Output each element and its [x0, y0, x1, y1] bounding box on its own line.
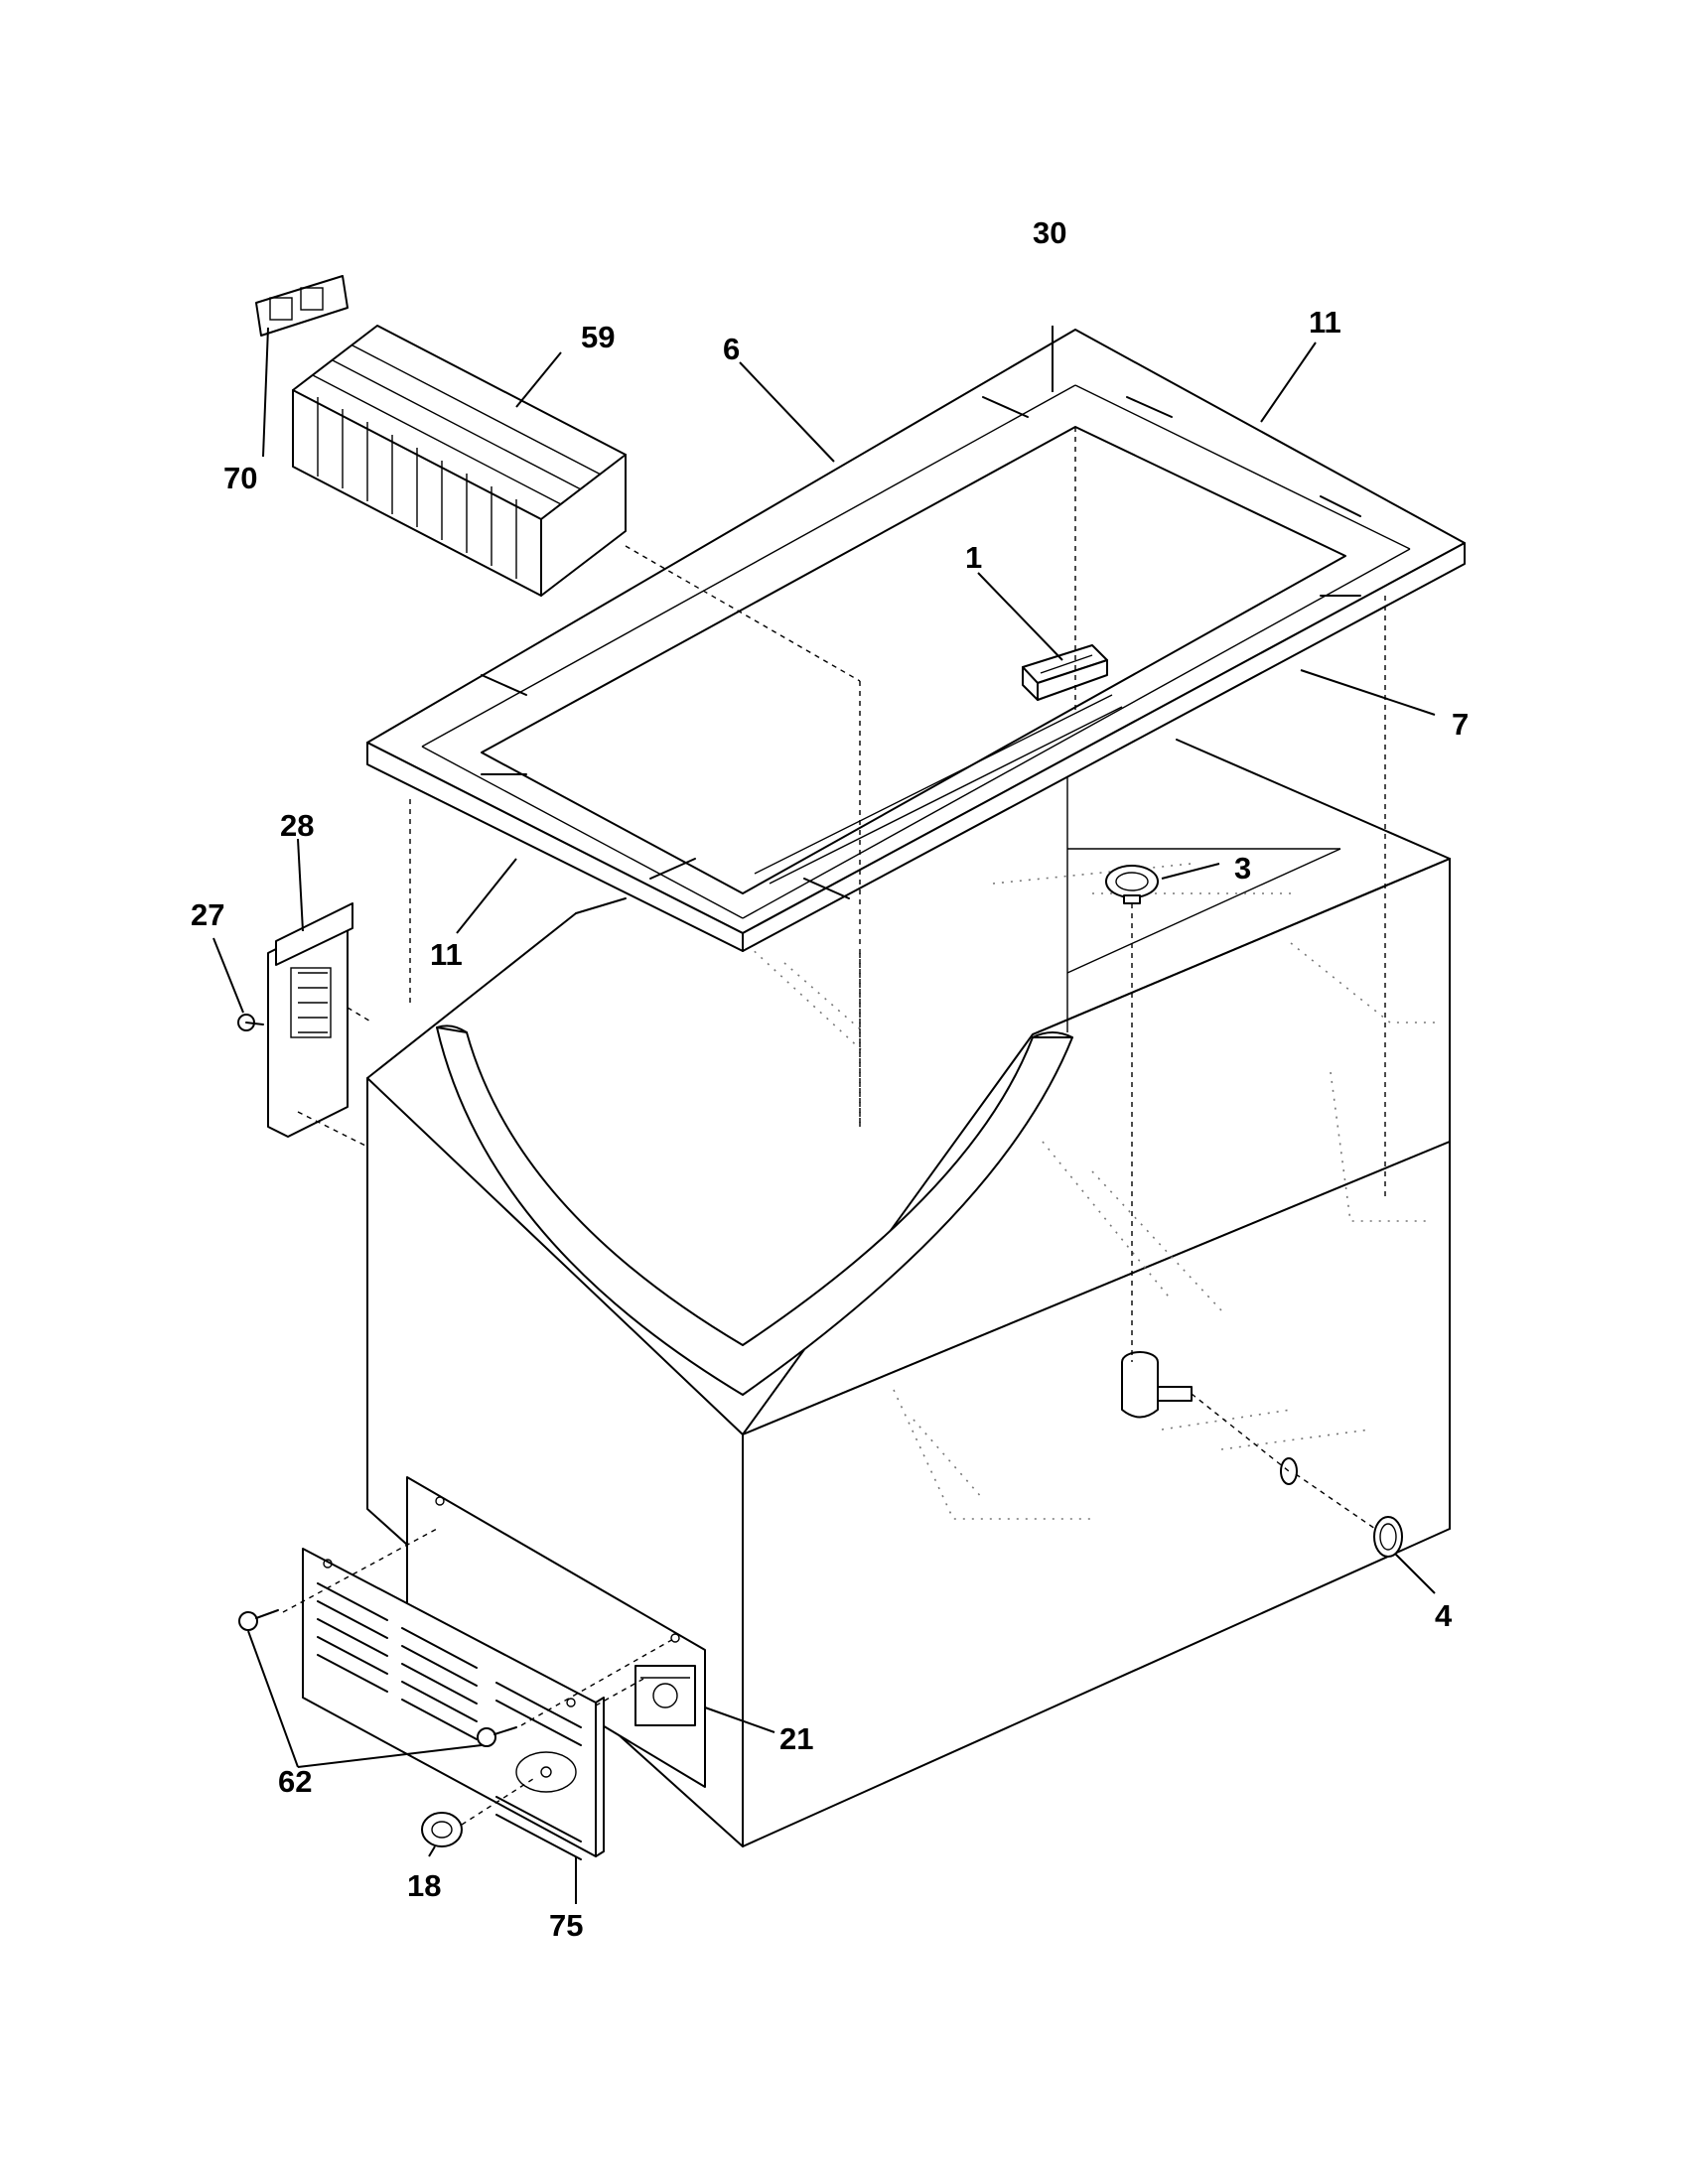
callout-30: 30: [1033, 215, 1066, 250]
callout-27: 27: [191, 897, 224, 932]
part-70-hanger: [255, 275, 349, 337]
part-3-plug: [1105, 865, 1159, 904]
callout-18: 18: [407, 1868, 441, 1903]
part-59-basket: [292, 325, 627, 597]
cabinet-cutaway: [436, 1024, 1073, 1396]
callout-11-top: 11: [1309, 305, 1341, 340]
leader-lines: [212, 326, 1436, 1904]
part-28-hinge: [267, 902, 353, 1138]
lid-frame: [366, 329, 1466, 952]
part-18-knob: [421, 1812, 463, 1847]
callout-21: 21: [779, 1721, 813, 1756]
interior-shading: [734, 863, 1440, 1520]
part-62-screws: [238, 1609, 517, 1747]
callout-75: 75: [549, 1908, 583, 1943]
callout-59: 59: [581, 320, 615, 354]
part-27-screw: [237, 1014, 264, 1031]
drain-tube: [1121, 1351, 1193, 1419]
callout-28: 28: [280, 808, 314, 843]
callout-62: 62: [278, 1764, 312, 1799]
callout-4: 4: [1435, 1598, 1453, 1633]
callout-3: 3: [1234, 851, 1251, 886]
part-4-cap: [1280, 1457, 1403, 1558]
machine-compartment: [406, 1476, 706, 1788]
callout-70: 70: [223, 461, 257, 495]
part-75-grille: [302, 1548, 605, 1860]
part-1-cover: [1022, 644, 1108, 701]
part-21-motor: [634, 1665, 696, 1726]
callout-11-bottom: 11: [430, 937, 463, 972]
callout-6: 6: [723, 332, 740, 366]
assembly-lines: [282, 427, 1386, 1826]
callout-labels: 30 11 59 6 70 1 7 28 3 27 11 4 21 62 18 …: [191, 215, 1469, 1943]
callout-1: 1: [965, 540, 982, 575]
callout-7: 7: [1452, 707, 1469, 742]
